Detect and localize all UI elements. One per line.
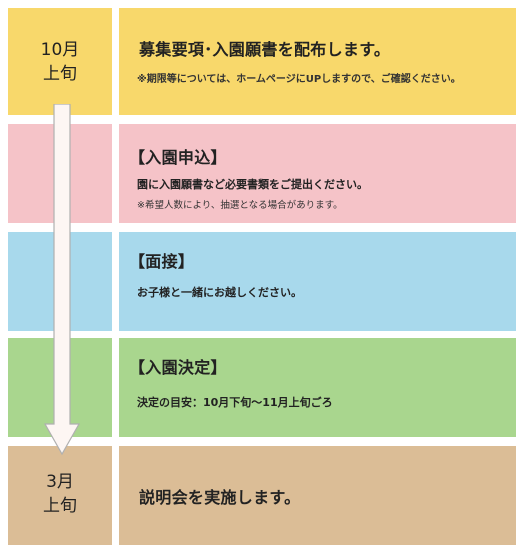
month-cell-start: 10月 上旬 — [8, 8, 112, 115]
step-application-note: ※希望人数により、抽選となる場合があります。 — [137, 200, 343, 211]
end-month-label: 3月 上旬 — [8, 470, 112, 518]
step-distribution: 募集要項･入園願書を配布します。 ※期限等については、ホームページにUPしますの… — [119, 8, 516, 115]
step-application: 【入園申込】 園に入園願書など必要書類をご提出ください。 ※希望人数により、抽選… — [119, 124, 516, 223]
end-month: 3月 — [46, 472, 74, 492]
step-briefing: 説明会を実施します。 — [119, 446, 516, 545]
step-interview-description: お子様と一緒にお越しください。 — [137, 286, 302, 299]
step-interview: 【面接】 お子様と一緒にお越しください。 — [119, 232, 516, 331]
step-distribution-title: 募集要項･入園願書を配布します。 — [139, 40, 391, 59]
step-application-title: 【入園申込】 — [129, 148, 227, 167]
timeline-arrow — [43, 104, 81, 456]
start-month: 10月 — [40, 40, 80, 60]
step-application-description: 園に入園願書など必要書類をご提出ください。 — [137, 178, 368, 191]
step-distribution-note: ※期限等については、ホームページにUPしますので、ご確認ください。 — [137, 74, 461, 85]
step-decision-description: 決定の目安：10月下旬～11月上旬ごろ — [137, 396, 333, 409]
end-month-period: 上旬 — [43, 496, 77, 516]
step-decision-title: 【入園決定】 — [129, 358, 227, 377]
step-decision: 【入園決定】 決定の目安：10月下旬～11月上旬ごろ — [119, 338, 516, 437]
start-month-period: 上旬 — [43, 64, 77, 84]
step-interview-title: 【面接】 — [129, 252, 195, 271]
step-briefing-title: 説明会を実施します。 — [139, 488, 301, 507]
start-month-label: 10月 上旬 — [8, 38, 112, 86]
month-cell-end: 3月 上旬 — [8, 446, 112, 545]
